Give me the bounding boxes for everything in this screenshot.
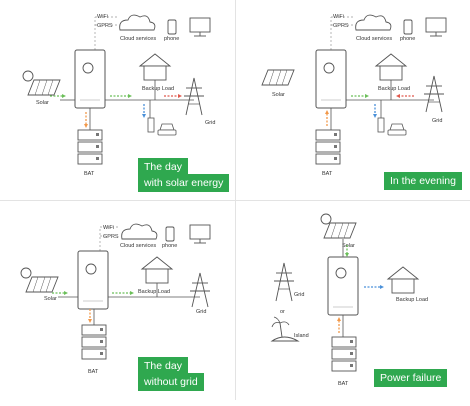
caption-line-1: The day: [138, 158, 188, 176]
battery-stack-icon: [315, 129, 341, 165]
solar-label: Solar: [272, 92, 285, 98]
cloud-services-label: Cloud services: [120, 36, 156, 42]
solar-label: Solar: [36, 100, 49, 106]
house-icon: [386, 266, 420, 294]
grid-tower-icon: [190, 272, 210, 308]
backup-load-label: Backup Load: [142, 86, 174, 92]
panel-day-no-grid: WiFi GPRS Cloud services phone Solar: [0, 201, 235, 401]
house-icon: [138, 53, 172, 81]
grid-label: Grid: [294, 292, 304, 298]
island-label: Island: [294, 333, 309, 339]
solar-panel-icon: [22, 70, 61, 96]
house-icon: [140, 256, 174, 284]
gprs-label: GPRS: [97, 23, 113, 29]
battery-stack-icon: [81, 324, 107, 360]
grid-label: Grid: [196, 309, 206, 315]
grid-tower-icon: [184, 77, 204, 116]
solar-panel-icon: [320, 213, 357, 239]
battery-stack-icon: [331, 336, 357, 372]
panel-day-solar: WiFi GPRS Cloud services phone: [0, 0, 235, 200]
caption-line-1: In the evening: [384, 172, 462, 190]
panel-power-failure: Solar Grid or Island Backup Load: [236, 201, 470, 401]
wifi-label: WiFi: [97, 14, 108, 20]
car-icon: [157, 123, 177, 136]
phone-label: phone: [162, 243, 177, 249]
grid-label: Grid: [205, 120, 215, 126]
cloud-services-label: Cloud services: [356, 36, 392, 42]
cloud-icon: [119, 14, 156, 31]
bat-label: BAT: [88, 369, 99, 375]
wifi-label: WiFi: [333, 14, 344, 20]
bat-label: BAT: [322, 171, 333, 177]
backup-load-label: Backup Load: [138, 289, 170, 295]
or-label: or: [280, 309, 285, 315]
gprs-label: GPRS: [103, 234, 119, 240]
grid-tower-icon: [274, 262, 294, 302]
phone-icon: [403, 19, 413, 35]
monitor-icon: [189, 224, 211, 244]
bat-label: BAT: [338, 381, 349, 387]
solar-label: Solar: [342, 243, 355, 249]
inverter-icon: [74, 49, 106, 109]
cloud-icon: [121, 223, 158, 240]
cloud-services-label: Cloud services: [120, 243, 156, 249]
phone-icon: [165, 226, 175, 242]
grid-tower-icon: [424, 75, 444, 113]
phone-icon: [167, 19, 177, 35]
battery-stack-icon: [77, 129, 103, 165]
car-icon: [387, 123, 407, 136]
phone-label: phone: [400, 36, 415, 42]
panel-divider-horizontal: [0, 199, 470, 201]
monitor-icon: [189, 17, 211, 37]
caption-line-2: with solar energy: [138, 174, 230, 192]
ev-charger-icon: [147, 117, 155, 133]
monitor-icon: [425, 17, 447, 37]
bat-label: BAT: [84, 171, 95, 177]
grid-label: Grid: [432, 118, 442, 124]
panel-evening: WiFi GPRS Cloud services phone Solar: [236, 0, 470, 200]
inverter-icon: [77, 250, 109, 310]
solar-label: Solar: [44, 296, 57, 302]
wifi-label: WiFi: [103, 225, 114, 231]
backup-load-label: Backup Load: [396, 297, 428, 303]
caption-line-2: without grid: [138, 373, 204, 391]
cloud-icon: [355, 14, 392, 31]
phone-label: phone: [164, 36, 179, 42]
caption-line-1: Power failure: [374, 369, 448, 387]
house-icon: [374, 53, 408, 81]
island-icon: [270, 316, 300, 342]
gprs-label: GPRS: [333, 23, 349, 29]
caption-line-1: The day: [138, 357, 188, 375]
inverter-icon: [327, 256, 359, 316]
solar-panel-icon: [20, 267, 59, 293]
ev-charger-icon: [377, 117, 385, 133]
solar-panel-icon: [261, 69, 295, 86]
inverter-icon: [315, 49, 347, 109]
backup-load-label: Backup Load: [378, 86, 410, 92]
